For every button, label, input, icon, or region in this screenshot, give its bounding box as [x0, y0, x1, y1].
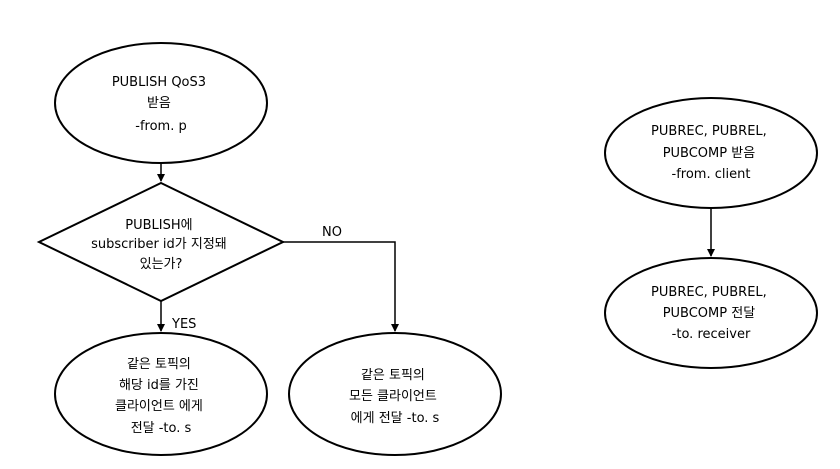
node-pubrec-received-line-3: -from. client [672, 167, 751, 182]
node-send-to-id-line-1: 같은 토픽의 [127, 357, 191, 372]
node-pubrec-send: PUBREC, PUBREL, PUBCOMP 전달 -to. receiver [604, 257, 818, 369]
node-pubrec-send-shape [604, 257, 818, 369]
svg-text:같은 토픽의 모든 클라이언트 에게: 같은 토픽의 모든 클라이언트 에게 전달 -to. s [349, 368, 441, 426]
node-send-to-id-line-3: 클라이언트 에게 [115, 399, 203, 414]
edge-label-no: NO [322, 225, 342, 240]
node-pubrec-send-line-1: PUBREC, PUBREL, [651, 285, 767, 300]
node-decision-line-2: subscriber id가 지정돼 [91, 237, 227, 252]
svg-text:PUBREC, PUBREL, PUBCOMP: PUBREC, PUBREL, PUBCOMP 전달 -to. receiver [651, 285, 771, 342]
node-send-to-id-line-2: 해당 id를 가진 [119, 378, 199, 393]
node-send-to-all-line-2: 모든 클라이언트 [349, 389, 437, 404]
node-send-to-all: 같은 토픽의 모든 클라이언트 에게 전달 -to. s [288, 332, 502, 456]
svg-text:PUBLISH QoS3 받음 -f: PUBLISH QoS3 받음 -from. p [112, 75, 210, 134]
node-send-to-id: 같은 토픽의 해당 id를 가진 클라이언트 에게 전달 -to. s [54, 332, 268, 456]
node-send-to-id-shape [54, 332, 268, 456]
node-publish-received: PUBLISH QoS3 받음 -from. p [54, 42, 268, 164]
edge-decision-no [283, 241, 399, 332]
svg-text:PUBREC, PUBREL, PUBCOMP: PUBREC, PUBREL, PUBCOMP 받음 -from. client [651, 124, 771, 182]
node-publish-received-line-1: PUBLISH QoS3 [112, 75, 206, 90]
node-publish-received-line-2: 받음 [147, 96, 171, 111]
svg-text:PUBLISH에 subscriber id가: PUBLISH에 subscriber id가 지정돼 있는가? [91, 218, 231, 272]
node-send-to-all-shape [288, 332, 502, 456]
node-pubrec-received-line-2: PUBCOMP 받음 [663, 146, 756, 161]
node-decision-line-1: PUBLISH에 [125, 218, 192, 233]
node-send-to-id-line-4: 전달 -to. s [131, 421, 192, 436]
node-decision: PUBLISH에 subscriber id가 지정돼 있는가? [36, 181, 286, 303]
node-pubrec-send-line-2: PUBCOMP 전달 [663, 306, 756, 321]
node-send-to-all-line-3: 에게 전달 -to. s [351, 411, 440, 426]
svg-text:같은 토픽의 해당 id를 가진 클: 같은 토픽의 해당 id를 가진 클라이언트 에게 전달 -to. s [115, 357, 207, 436]
node-publish-received-line-3: -from. p [135, 119, 186, 134]
node-pubrec-received-line-1: PUBREC, PUBREL, [651, 124, 767, 139]
node-send-to-all-line-1: 같은 토픽의 [361, 368, 425, 383]
node-decision-line-3: 있는가? [140, 257, 183, 272]
edge-label-yes: YES [171, 317, 196, 332]
node-pubrec-send-line-3: -to. receiver [672, 327, 751, 342]
node-pubrec-received: PUBREC, PUBREL, PUBCOMP 받음 -from. client [604, 97, 818, 209]
